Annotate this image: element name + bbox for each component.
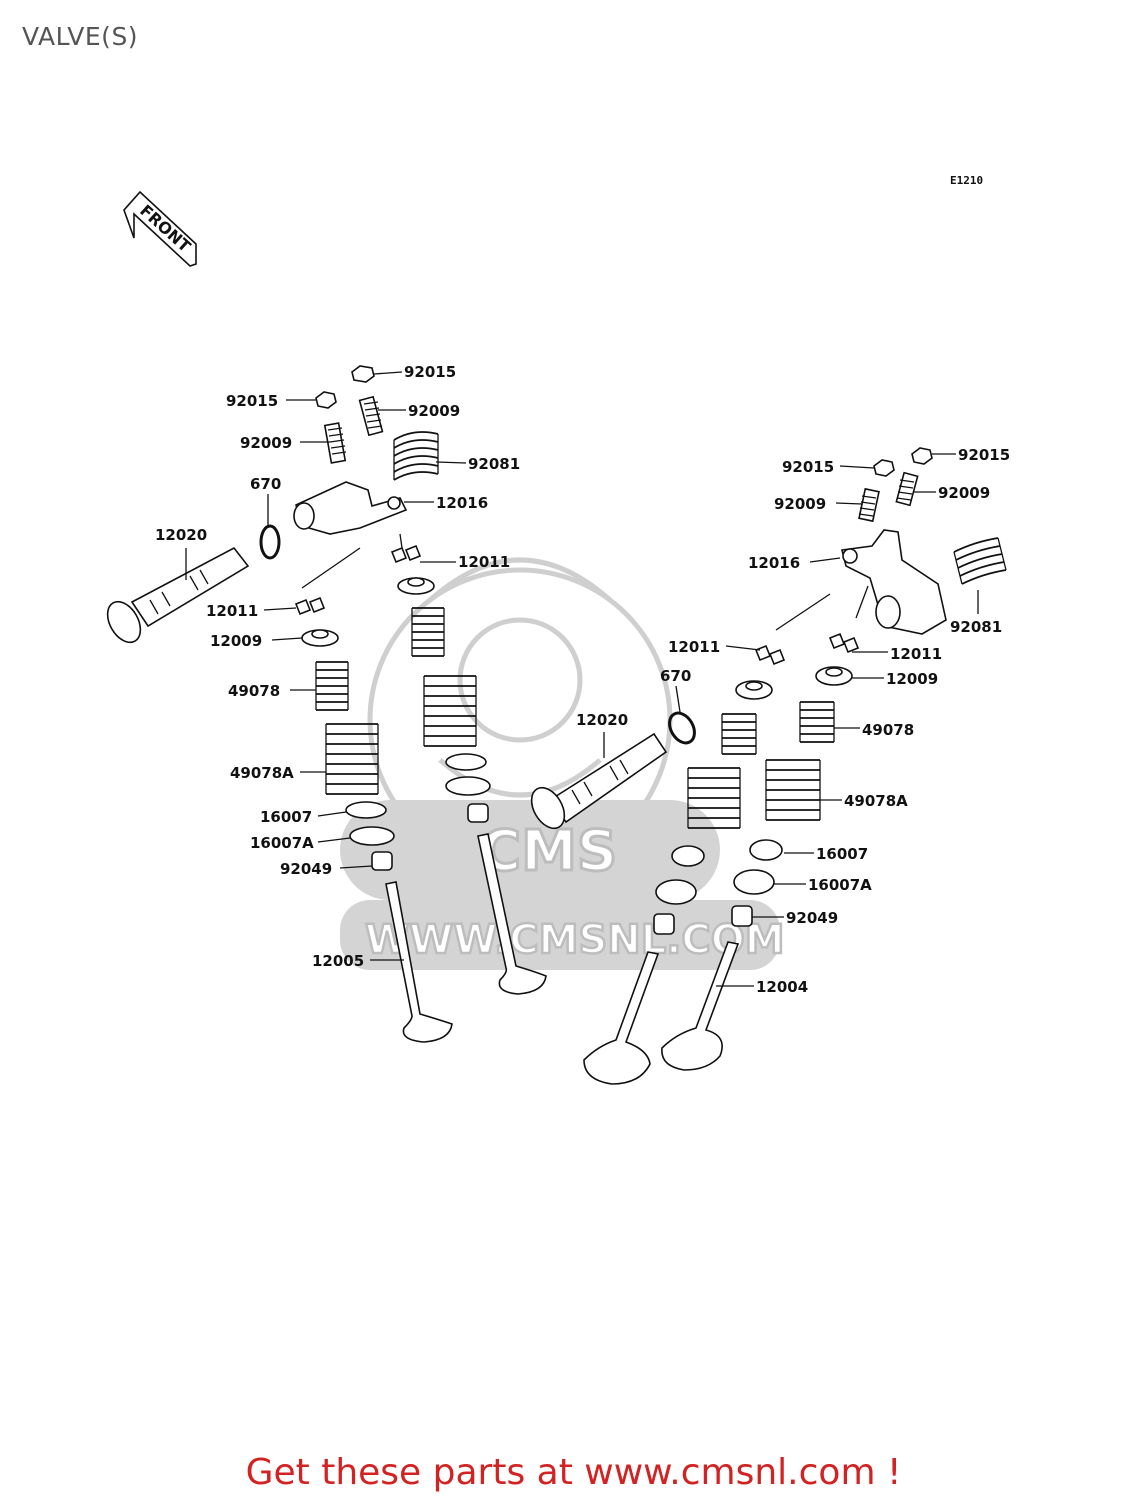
stem-seal-92049-left-b	[467, 803, 489, 823]
inner-spring-49078-right-a	[721, 713, 757, 755]
part-label: 92009	[240, 434, 292, 452]
retainer-12009-right-b	[815, 666, 853, 686]
watermark-url: WWW.CMSNL.COM	[365, 917, 785, 963]
footer-promo[interactable]: Get these parts at www.cmsnl.com !	[245, 1452, 902, 1493]
part-label: 92081	[950, 618, 1002, 636]
seat-16007A-left-b	[445, 776, 491, 796]
part-label: 12011	[890, 645, 942, 663]
cotter-12011-right-a	[754, 644, 786, 666]
part-label: 92015	[958, 446, 1010, 464]
part-label: 92009	[408, 402, 460, 420]
cotter-12011-left-a	[294, 596, 326, 616]
valve-12005-b	[477, 833, 547, 995]
seat-16007-left-b	[445, 753, 487, 771]
seat-16007-right-a	[671, 845, 705, 867]
part-label: 12009	[886, 670, 938, 688]
outer-spring-49078A-right-b	[765, 759, 821, 821]
part-label: 16007A	[250, 834, 314, 852]
part-label: 49078A	[230, 764, 294, 782]
part-label: 92015	[782, 458, 834, 476]
part-label: 12004	[756, 978, 808, 996]
inner-spring-49078-left-a	[315, 661, 349, 711]
front-label: FRONT	[136, 201, 194, 256]
part-label: 670	[250, 475, 281, 493]
stem-seal-92049-right-a	[653, 913, 675, 935]
o-ring-670-right	[668, 711, 696, 745]
part-label: 12020	[155, 526, 207, 544]
leader-lines-left	[185, 371, 467, 961]
seat-16007A-left-a	[349, 826, 395, 846]
part-label: 92081	[468, 455, 520, 473]
part-label: 92015	[226, 392, 278, 410]
seat-16007-right-b	[749, 839, 783, 861]
nut-92015-right-a	[873, 459, 895, 477]
stem-seal-92049-right-b	[731, 905, 753, 927]
screw-92009-right-a	[858, 487, 880, 523]
outer-spring-49078A-right-a	[687, 767, 741, 829]
seat-16007-left-a	[345, 801, 387, 819]
screw-92009-left	[323, 422, 347, 464]
valve-12005-a	[385, 881, 453, 1043]
spring-92081-left	[393, 431, 439, 481]
part-label: 92049	[280, 860, 332, 878]
retainer-12009-right-a	[735, 680, 773, 700]
cms-watermark: CMS WWW.CMSNL.COM	[340, 557, 786, 970]
part-label: 49078A	[844, 792, 908, 810]
rocker-shaft-12020-right	[530, 732, 668, 830]
part-label: 92009	[774, 495, 826, 513]
page-title: VALVE(S)	[22, 22, 139, 51]
stem-seal-92049-left-a	[371, 851, 393, 871]
outer-spring-49078A-left-b	[423, 675, 477, 747]
part-label: 12011	[206, 602, 258, 620]
o-ring-670-left	[259, 524, 281, 560]
part-label: 12011	[458, 553, 510, 571]
part-label: 92009	[938, 484, 990, 502]
inner-spring-49078-left-b	[411, 607, 445, 657]
watermark-brand: CMS	[480, 819, 617, 884]
rocker-arm-12016-left	[293, 481, 408, 535]
diagram-code: E1210	[950, 174, 983, 187]
part-label: 12009	[210, 632, 262, 650]
cotter-12011-left-b	[390, 544, 422, 564]
part-label: 670	[660, 667, 691, 685]
retainer-12009-left-b	[397, 577, 435, 595]
inner-spring-49078-right-b	[799, 701, 835, 743]
seat-16007A-right-b	[733, 869, 775, 895]
part-label: 12016	[436, 494, 488, 512]
part-label: 16007	[260, 808, 312, 826]
valve-12004-a	[583, 951, 660, 1085]
spring-92081-right	[953, 537, 1007, 585]
part-label: 92049	[786, 909, 838, 927]
leader-lines-right	[603, 453, 979, 987]
front-arrow-icon: FRONT	[123, 190, 197, 267]
part-label: 12020	[576, 711, 628, 729]
part-label: 12011	[668, 638, 720, 656]
part-label: 16007A	[808, 876, 872, 894]
nut-92015-left	[315, 391, 337, 409]
nut-92015-right-b	[911, 447, 933, 465]
nut-92015-top	[351, 365, 375, 383]
rocker-arm-12016-right	[841, 529, 947, 635]
valve-12004-b	[661, 941, 740, 1071]
part-labels: 92015 92015 92009 92009 92081 670 12016 …	[155, 363, 1010, 996]
part-label: 12016	[748, 554, 800, 572]
part-label: 49078	[228, 682, 280, 700]
seat-16007A-right-a	[655, 879, 697, 905]
part-label: 92015	[404, 363, 456, 381]
rocker-shaft-12020-left	[106, 546, 250, 644]
part-label: 49078	[862, 721, 914, 739]
outer-spring-49078A-left-a	[325, 723, 379, 795]
screw-92009-top	[358, 395, 384, 437]
part-label: 12005	[312, 952, 364, 970]
cotter-12011-right-b	[828, 632, 860, 654]
part-label: 16007	[816, 845, 868, 863]
retainer-12009-left-a	[301, 629, 339, 647]
screw-92009-right-b	[895, 471, 919, 507]
